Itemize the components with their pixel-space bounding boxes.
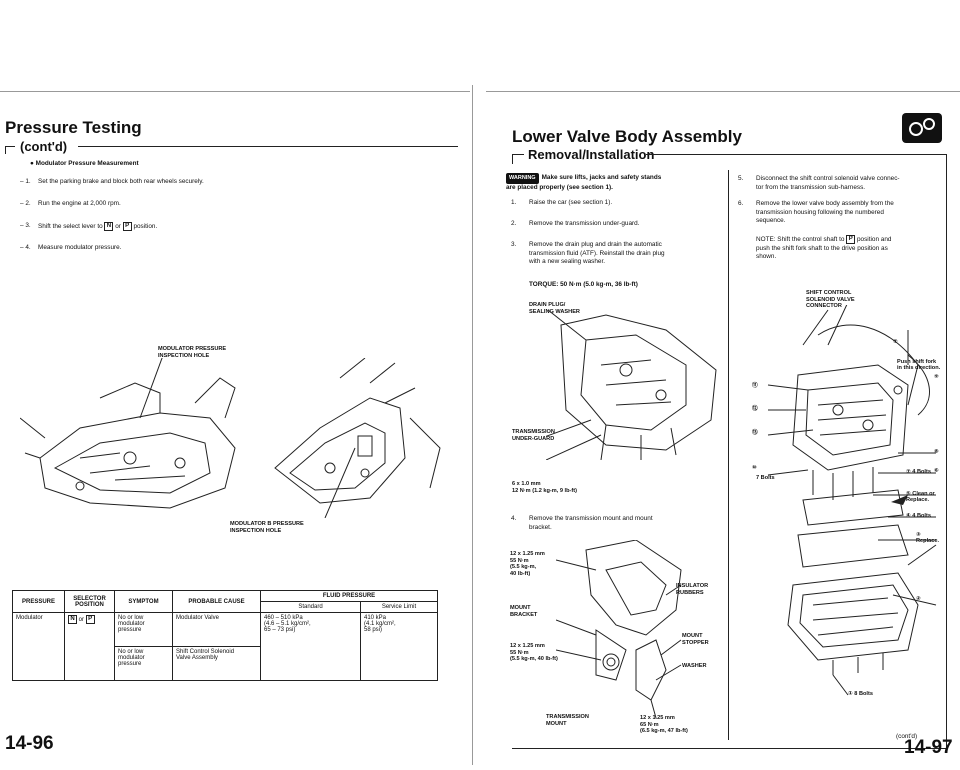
right-step-3: 3. Remove the drain plug and drain the a… (511, 241, 665, 266)
key-p: P (846, 235, 856, 244)
bottom-rule (512, 748, 946, 749)
section-title: Lower Valve Body Assembly (512, 127, 742, 146)
page-number-left: 14-96 (5, 733, 54, 754)
section-heading: ● Modulator Pressure Measurement (30, 160, 139, 167)
callout-4-bolts: ④ 4 Bolts (906, 513, 931, 519)
col-standard: Standard (260, 601, 361, 613)
callout-12: ⑫ (752, 406, 758, 412)
callout-7-top: ⑦ (893, 339, 898, 345)
page-gutter (472, 85, 473, 765)
callout-step7-bolts: ⑦ 4 Bolts (906, 469, 931, 475)
note-block: NOTE: Shift the control shaft to P posit… (756, 235, 892, 261)
warning-badge: WARNING (506, 173, 539, 184)
torque-spec: TORQUE: 50 N·m (5.0 kg-m, 36 lb-ft) (529, 281, 638, 288)
col-symptom: SYMPTOM (114, 590, 173, 613)
page-number-right: 14-97 (904, 737, 953, 758)
subtitle-rule-right (646, 154, 946, 155)
gear-icon (902, 113, 942, 143)
continued-label: (cont'd) (896, 733, 918, 740)
callout-2: ② (916, 596, 921, 602)
transmission-illustration (20, 358, 441, 518)
left-page: Pressure Testing (cont'd) ● Modulator Pr… (0, 0, 470, 770)
key-n: N (104, 222, 114, 231)
callout-10: ⑩ (752, 465, 757, 471)
subtitle-rule-tick (5, 146, 6, 154)
callout-washer: WASHER (682, 663, 707, 669)
col-cause: PROBABLE CAUSE (172, 590, 261, 613)
col-fluid-pressure: FLUID PRESSURE (260, 590, 438, 602)
callout-8: ⑧ (934, 449, 939, 455)
callout-6: ⑥ (934, 468, 939, 474)
callout-9: ⑨ (934, 374, 939, 380)
col-pressure: PRESSURE (12, 590, 65, 613)
subtitle-rule-tick (512, 154, 513, 164)
section-subtitle: Removal/Installation (528, 147, 655, 162)
subtitle-rule-left (512, 154, 524, 155)
callout-drain-plug: DRAIN PLUG/SEALING WASHER (529, 302, 580, 315)
callout-7-bolts: 7 Bolts (756, 475, 775, 481)
callout-13: ⑬ (752, 430, 758, 436)
page-subtitle: (cont'd) (20, 139, 68, 154)
page-title: Pressure Testing (5, 118, 142, 137)
right-page: Lower Valve Body Assembly Removal/Instal… (476, 0, 960, 770)
top-divider (0, 91, 470, 92)
under-guard-illustration (546, 310, 717, 460)
subtitle-rule-right (78, 146, 458, 147)
valve-body-illustration (767, 305, 937, 696)
right-border (946, 154, 947, 748)
callout-11: ⑪ (752, 383, 758, 389)
key-p: P (122, 222, 132, 231)
column-divider (728, 170, 729, 740)
col-service-limit: Service Limit (359, 601, 439, 613)
mount-illustration (556, 540, 682, 719)
top-divider-right (486, 91, 960, 92)
callout-1-bolts: ① 8 Bolts (848, 691, 873, 697)
subtitle-rule-left (5, 146, 15, 147)
